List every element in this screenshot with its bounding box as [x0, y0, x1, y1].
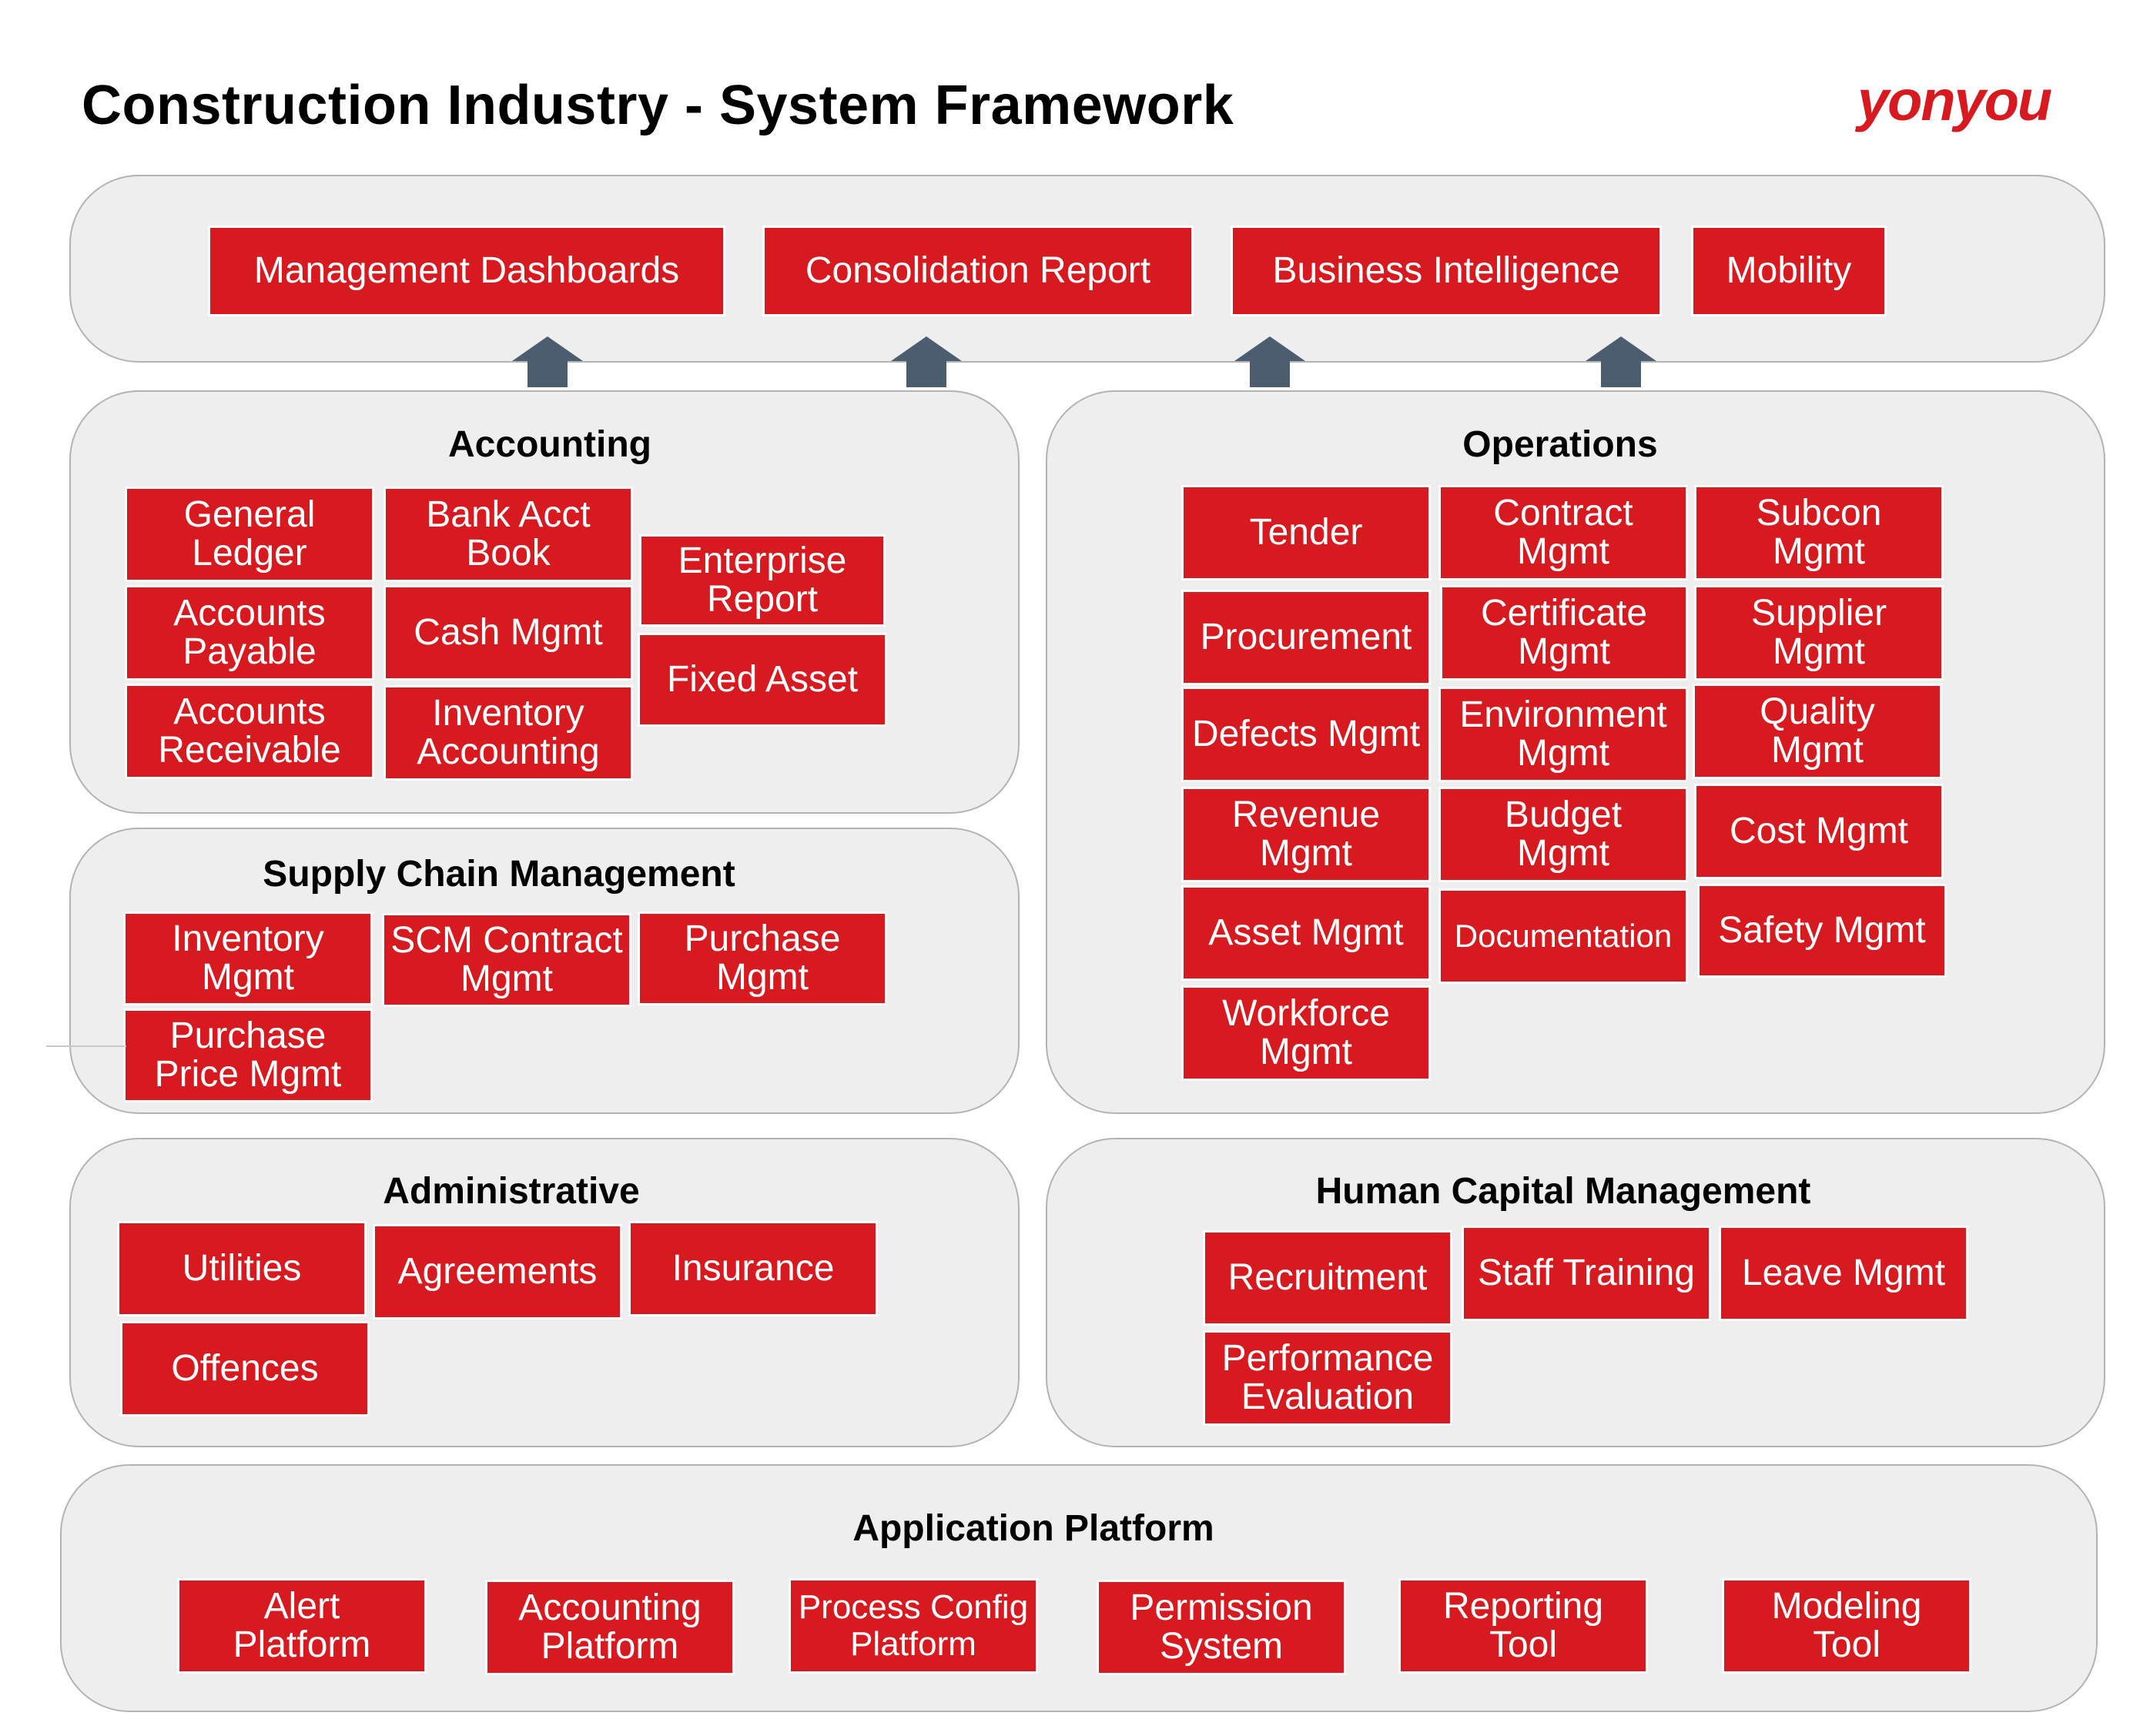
box-accounts-receivable[interactable]: Accounts Receivable [125, 684, 374, 779]
box-asset-mgmt[interactable]: Asset Mgmt [1181, 885, 1431, 981]
box-permission-system[interactable]: Permission System [1097, 1580, 1346, 1675]
box-consolidation-report[interactable]: Consolidation Report [762, 226, 1194, 316]
box-management-dashboards[interactable]: Management Dashboards [208, 226, 725, 316]
box-reporting-tool[interactable]: Reporting Tool [1398, 1578, 1648, 1674]
up-arrow-icon [512, 336, 583, 387]
hcm-title: Human Capital Management [1315, 1171, 1811, 1212]
box-budget-mgmt[interactable]: Budget Mgmt [1438, 787, 1688, 882]
application-platform-title: Application Platform [852, 1508, 1214, 1549]
box-process-config-platform[interactable]: Process Config Platform [789, 1578, 1038, 1674]
up-arrow-icon [891, 336, 962, 387]
page-title: Construction Industry - System Framework [82, 75, 1234, 136]
box-staff-training[interactable]: Staff Training [1462, 1226, 1711, 1321]
box-safety-mgmt[interactable]: Safety Mgmt [1697, 884, 1947, 978]
box-revenue-mgmt[interactable]: Revenue Mgmt [1181, 787, 1431, 882]
yonyou-logo: yonyou [1857, 69, 2052, 132]
box-fixed-asset[interactable]: Fixed Asset [638, 633, 887, 727]
up-arrow-icon [1234, 336, 1305, 387]
box-recruitment[interactable]: Recruitment [1203, 1230, 1452, 1326]
box-environment-mgmt[interactable]: Environment Mgmt [1438, 687, 1688, 782]
box-modeling-tool[interactable]: Modeling Tool [1722, 1578, 1971, 1674]
box-insurance[interactable]: Insurance [628, 1221, 878, 1316]
box-cost-mgmt[interactable]: Cost Mgmt [1694, 784, 1944, 879]
administrative-title: Administrative [383, 1171, 640, 1212]
box-inventory-mgmt[interactable]: Inventory Mgmt [123, 911, 373, 1005]
up-arrow-icon [1586, 336, 1656, 387]
box-accounting-platform[interactable]: Accounting Platform [485, 1580, 735, 1675]
box-accounts-payable[interactable]: Accounts Payable [125, 585, 374, 681]
box-enterprise-report[interactable]: Enterprise Report [639, 534, 886, 627]
accounting-title: Accounting [448, 424, 651, 465]
box-documentation[interactable]: Documentation [1438, 888, 1688, 984]
box-procurement[interactable]: Procurement [1181, 590, 1431, 685]
box-quality-mgmt[interactable]: Quality Mgmt [1693, 684, 1942, 779]
box-certificate-mgmt[interactable]: Certificate Mgmt [1440, 585, 1688, 681]
box-agreements[interactable]: Agreements [373, 1224, 622, 1320]
box-inventory-accounting[interactable]: Inventory Accounting [383, 685, 633, 781]
operations-title: Operations [1462, 424, 1658, 465]
box-purchase-mgmt[interactable]: Purchase Mgmt [638, 911, 887, 1005]
box-leave-mgmt[interactable]: Leave Mgmt [1719, 1226, 1968, 1321]
box-mobility[interactable]: Mobility [1691, 226, 1887, 316]
box-performance-evaluation[interactable]: Performance Evaluation [1203, 1330, 1452, 1426]
box-general-ledger[interactable]: General Ledger [125, 487, 374, 582]
box-utilities[interactable]: Utilities [117, 1221, 367, 1316]
box-tender[interactable]: Tender [1181, 485, 1431, 580]
box-cash-mgmt[interactable]: Cash Mgmt [383, 585, 633, 681]
box-offences[interactable]: Offences [120, 1321, 370, 1417]
box-bank-acct-book[interactable]: Bank Acct Book [383, 487, 633, 582]
box-workforce-mgmt[interactable]: Workforce Mgmt [1181, 985, 1431, 1081]
box-scm-contract-mgmt[interactable]: SCM Contract Mgmt [382, 913, 631, 1007]
box-defects-mgmt[interactable]: Defects Mgmt [1181, 687, 1431, 782]
box-alert-platform[interactable]: Alert Platform [177, 1578, 427, 1674]
supply-chain-title: Supply Chain Management [263, 854, 735, 895]
box-supplier-mgmt[interactable]: Supplier Mgmt [1694, 585, 1944, 681]
divider-line [46, 1045, 126, 1047]
box-purchase-price-mgmt[interactable]: Purchase Price Mgmt [123, 1008, 373, 1102]
box-business-intelligence[interactable]: Business Intelligence [1231, 226, 1662, 316]
box-subcon-mgmt[interactable]: Subcon Mgmt [1694, 485, 1944, 580]
box-contract-mgmt[interactable]: Contract Mgmt [1438, 485, 1688, 580]
